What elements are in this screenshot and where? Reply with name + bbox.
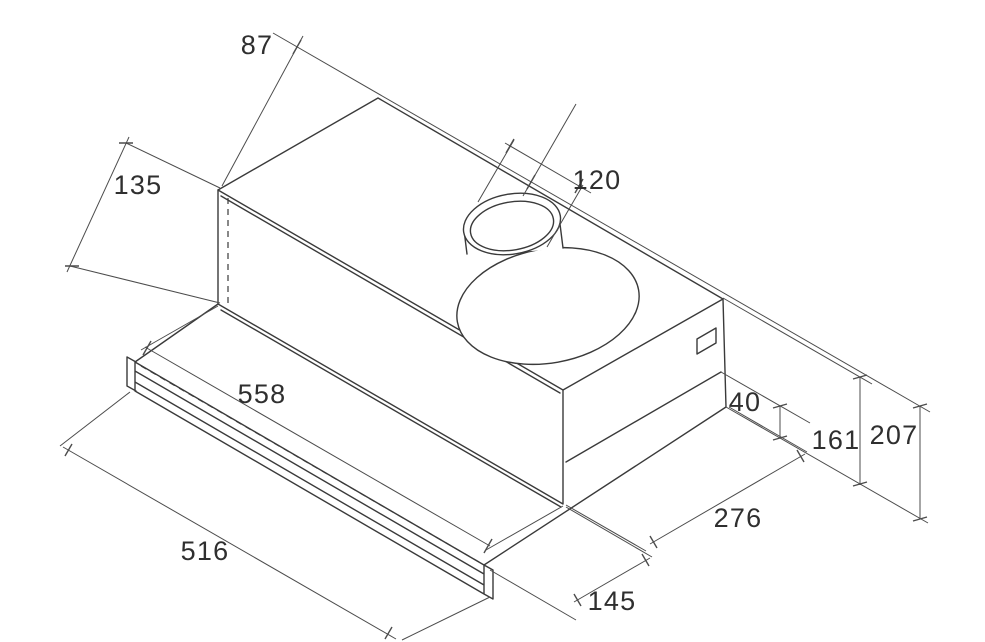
dim-label-145: 145 bbox=[588, 586, 637, 616]
dimension-161-lines bbox=[722, 297, 929, 524]
dimension-135: 135 bbox=[65, 136, 221, 304]
dimension-276-lines bbox=[565, 406, 808, 552]
dim-label-135: 135 bbox=[114, 170, 163, 200]
dimension-558-lines bbox=[140, 305, 564, 551]
dimension-516-ticks bbox=[64, 443, 393, 640]
dimension-145-ticks bbox=[573, 553, 650, 607]
mounting-bracket bbox=[696, 327, 717, 355]
dim-label-161: 161 bbox=[812, 425, 861, 455]
hood-object bbox=[126, 97, 727, 600]
dim-label-276: 276 bbox=[714, 503, 763, 533]
duct-outlet-inner bbox=[469, 200, 555, 252]
dimension-40: 40 bbox=[720, 371, 811, 441]
dimension-135-ticks bbox=[65, 142, 133, 267]
dimension-120: 120 bbox=[477, 138, 622, 248]
dim-label-558: 558 bbox=[238, 379, 287, 409]
dimension-207: 207 bbox=[870, 403, 928, 522]
dimension-161: 161 bbox=[722, 297, 929, 524]
dimension-207-ticks bbox=[912, 403, 928, 522]
right-face bbox=[483, 298, 727, 566]
dim-label-87: 87 bbox=[241, 30, 273, 60]
dimension-161-ticks bbox=[852, 374, 868, 487]
dimension-120-ticks bbox=[505, 138, 584, 194]
dimension-145-lines bbox=[489, 506, 653, 621]
dimension-516-lines bbox=[59, 391, 491, 641]
top-face bbox=[217, 97, 724, 391]
dimension-558: 558 bbox=[140, 305, 564, 554]
dimension-276-ticks bbox=[649, 449, 805, 549]
dimension-87: 87 bbox=[221, 30, 931, 413]
dimension-516: 516 bbox=[59, 391, 491, 641]
dimension-87-ticks bbox=[292, 39, 536, 190]
dim-label-207: 207 bbox=[870, 420, 919, 450]
dimension-annotations: 87 120 135 558 bbox=[59, 30, 931, 641]
visor bbox=[126, 303, 562, 600]
blower-volute-ellipse bbox=[456, 246, 640, 366]
dimension-276: 276 bbox=[565, 406, 808, 552]
dimension-558-ticks bbox=[142, 340, 493, 554]
dimension-145: 145 bbox=[489, 506, 653, 621]
dimension-135-lines bbox=[66, 136, 221, 304]
dim-label-40: 40 bbox=[729, 387, 761, 417]
dim-label-120: 120 bbox=[573, 165, 622, 195]
dimension-40-lines bbox=[720, 371, 811, 438]
dim-label-516: 516 bbox=[181, 536, 230, 566]
